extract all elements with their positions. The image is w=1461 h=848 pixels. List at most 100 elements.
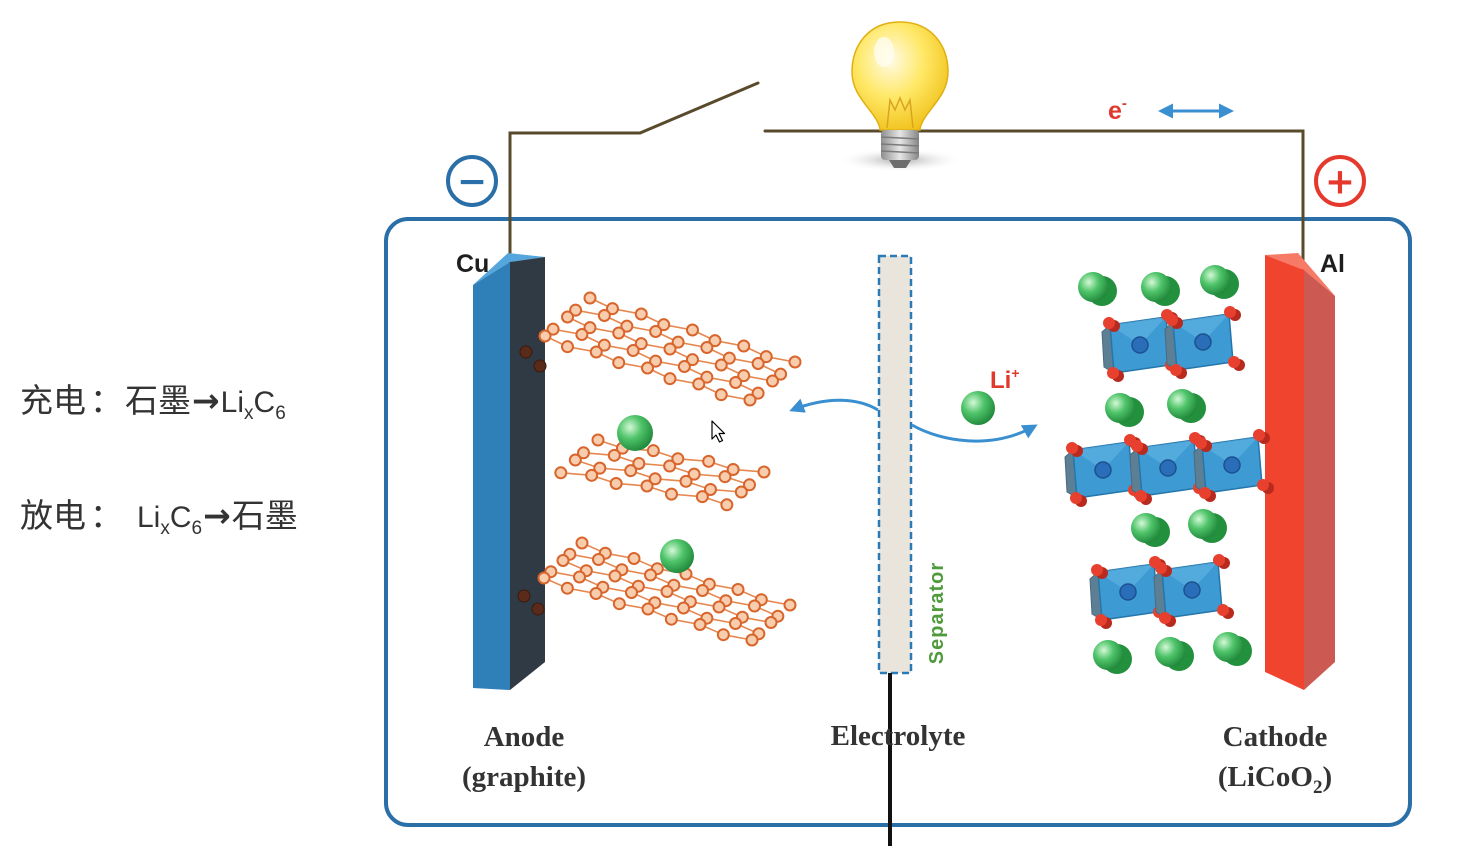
carbon-atom [573, 570, 586, 584]
oxygen-atom [1131, 440, 1143, 452]
lithium-ion [961, 391, 995, 425]
anode-collector-label: Cu [456, 250, 489, 278]
oxygen-atom [1095, 614, 1107, 626]
carbon-atom [649, 325, 663, 338]
cobalt-oxide-octahedron [1089, 556, 1170, 629]
carbon-atom [589, 345, 603, 359]
oxygen-atom [1107, 367, 1119, 379]
carbon-atom [663, 459, 677, 473]
carbon-atom [712, 600, 726, 614]
cathode-material-subscript: 2 [1313, 777, 1323, 798]
cathode-material-prefix: (LiCoO [1218, 761, 1313, 793]
separator-membrane [877, 254, 913, 675]
carbon-atom [726, 462, 740, 476]
cathode-collector-label: Al [1320, 250, 1345, 278]
electrolyte-caption: Electrolyte [831, 720, 966, 752]
carbon-atom [686, 323, 699, 337]
oxygen-atom [1091, 564, 1103, 576]
cathode-lithium-ion [1131, 513, 1170, 547]
cobalt-atom [1119, 583, 1137, 601]
cathode-material-suffix: ) [1322, 761, 1332, 793]
lithium-ion-sphere [1167, 389, 1197, 419]
carbon-atom [537, 571, 551, 585]
carbon-atom [612, 356, 626, 370]
carbon-atom [663, 342, 677, 356]
lithium-ion-sphere [1188, 509, 1218, 539]
graphene-layer [538, 291, 802, 407]
graphene-layer [537, 536, 797, 647]
charge-label: 充电 [20, 381, 86, 420]
ion-charge: + [1011, 365, 1019, 381]
discharge-reactant: LixC6 [137, 501, 202, 539]
carbon-atom [687, 467, 701, 481]
carbon-atom [657, 318, 671, 332]
cobalt-atom [1183, 581, 1201, 599]
oxygen-atom [1257, 479, 1269, 491]
cathode-current-collector [1265, 253, 1335, 690]
discharge-product: 石墨 [231, 496, 298, 535]
cathode-lithium-ion [1167, 389, 1206, 423]
cathode-material-caption: (LiCoO2) [1218, 761, 1332, 798]
discharge-reactant-c: C [169, 501, 192, 534]
electron-charge: - [1122, 95, 1127, 112]
carbon-atom [759, 350, 773, 364]
carbon-atom [764, 616, 778, 629]
carbon-atom [700, 370, 714, 384]
cobalt-oxide-octahedron [1101, 309, 1182, 382]
carbon-atom [554, 466, 568, 480]
oxygen-atom [1253, 429, 1265, 441]
carbon-atom [722, 351, 736, 365]
cathode-lithium-ion [1213, 632, 1252, 666]
oxygen-atom [1159, 612, 1171, 624]
carbon-atom [743, 393, 757, 407]
light-bulb-icon [836, 21, 964, 172]
lithium-ion-sphere [1078, 272, 1108, 302]
carbon-atom [731, 583, 745, 596]
carbon-atom [700, 341, 714, 354]
discharge-reaction: 放电：LixC6→石墨 [20, 496, 298, 539]
carbon-atom [708, 334, 722, 348]
cathode-lithium-ion [1155, 637, 1194, 671]
discharge-arrow: → [203, 496, 231, 535]
carbon-atom [597, 338, 611, 352]
carbon-atom [608, 569, 622, 583]
carbon-atom [575, 328, 589, 341]
oxygen-atom [1199, 487, 1211, 499]
carbon-atom [695, 490, 709, 504]
octahedron-highlight [1173, 314, 1229, 342]
anode-caption: Anode [484, 721, 565, 753]
carbon-atom [560, 581, 574, 595]
lithium-ion-sphere [1213, 632, 1243, 662]
carbon-atom [766, 374, 779, 388]
discharge-colon: ： [90, 496, 123, 535]
carbon-atom [569, 303, 583, 317]
cobalt-oxide-octahedron [1193, 429, 1274, 502]
charge-product-6: 6 [275, 403, 286, 424]
oxygen-atom [1070, 492, 1082, 504]
carbon-atom [644, 568, 657, 582]
cobalt-oxide-octahedron [1164, 306, 1245, 379]
carbon-atom [634, 337, 648, 351]
charge-colon: ： [90, 381, 123, 420]
cobalt-oxide-octahedron [1153, 554, 1234, 627]
oxygen-atom [1170, 364, 1182, 376]
charge-product-c: C [253, 386, 276, 419]
ion-flow-arrow-left [789, 398, 879, 413]
carbon-atom [737, 369, 751, 383]
anode-current-collector [473, 253, 545, 690]
oxygen-atom [1166, 314, 1178, 326]
charge-product: LixC6 [221, 386, 286, 424]
intercalated-lithium-ion [660, 539, 694, 573]
carbon-atom [693, 618, 707, 631]
lithium-ion-sphere [1141, 272, 1171, 302]
carbon-atom [774, 367, 788, 381]
oxygen-atom [1228, 356, 1240, 368]
cathode-wire [763, 129, 1305, 278]
carbon-atom [546, 322, 560, 336]
carbon-atom [605, 302, 619, 316]
lithium-ion-sphere [1105, 393, 1135, 423]
carbon-atom [685, 353, 699, 367]
lithium-ion-label: Li+ [990, 365, 1020, 394]
